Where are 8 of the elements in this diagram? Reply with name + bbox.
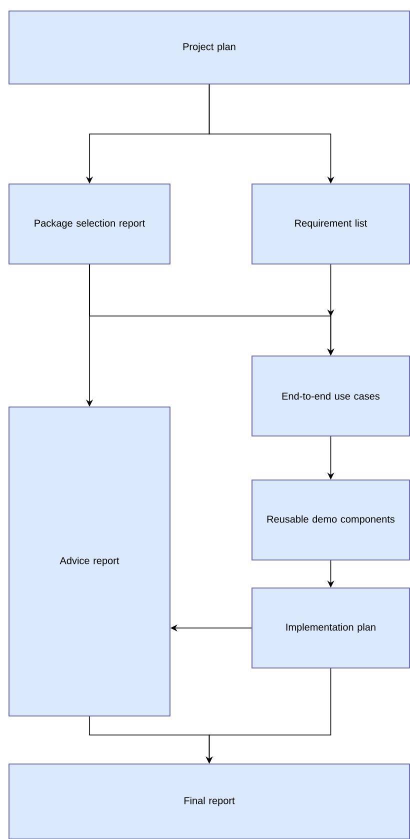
process-box: Final report: [8, 764, 410, 839]
process-box: Package selection report: [8, 184, 170, 264]
process-box: End-to-end use cases: [252, 356, 410, 436]
process-box: Reusable demo components: [252, 480, 410, 560]
process-box: Requirement list: [252, 184, 410, 264]
process-box: Project plan: [8, 10, 410, 84]
process-box: Advice report: [8, 406, 170, 716]
process-box: Implementation plan: [252, 588, 410, 668]
